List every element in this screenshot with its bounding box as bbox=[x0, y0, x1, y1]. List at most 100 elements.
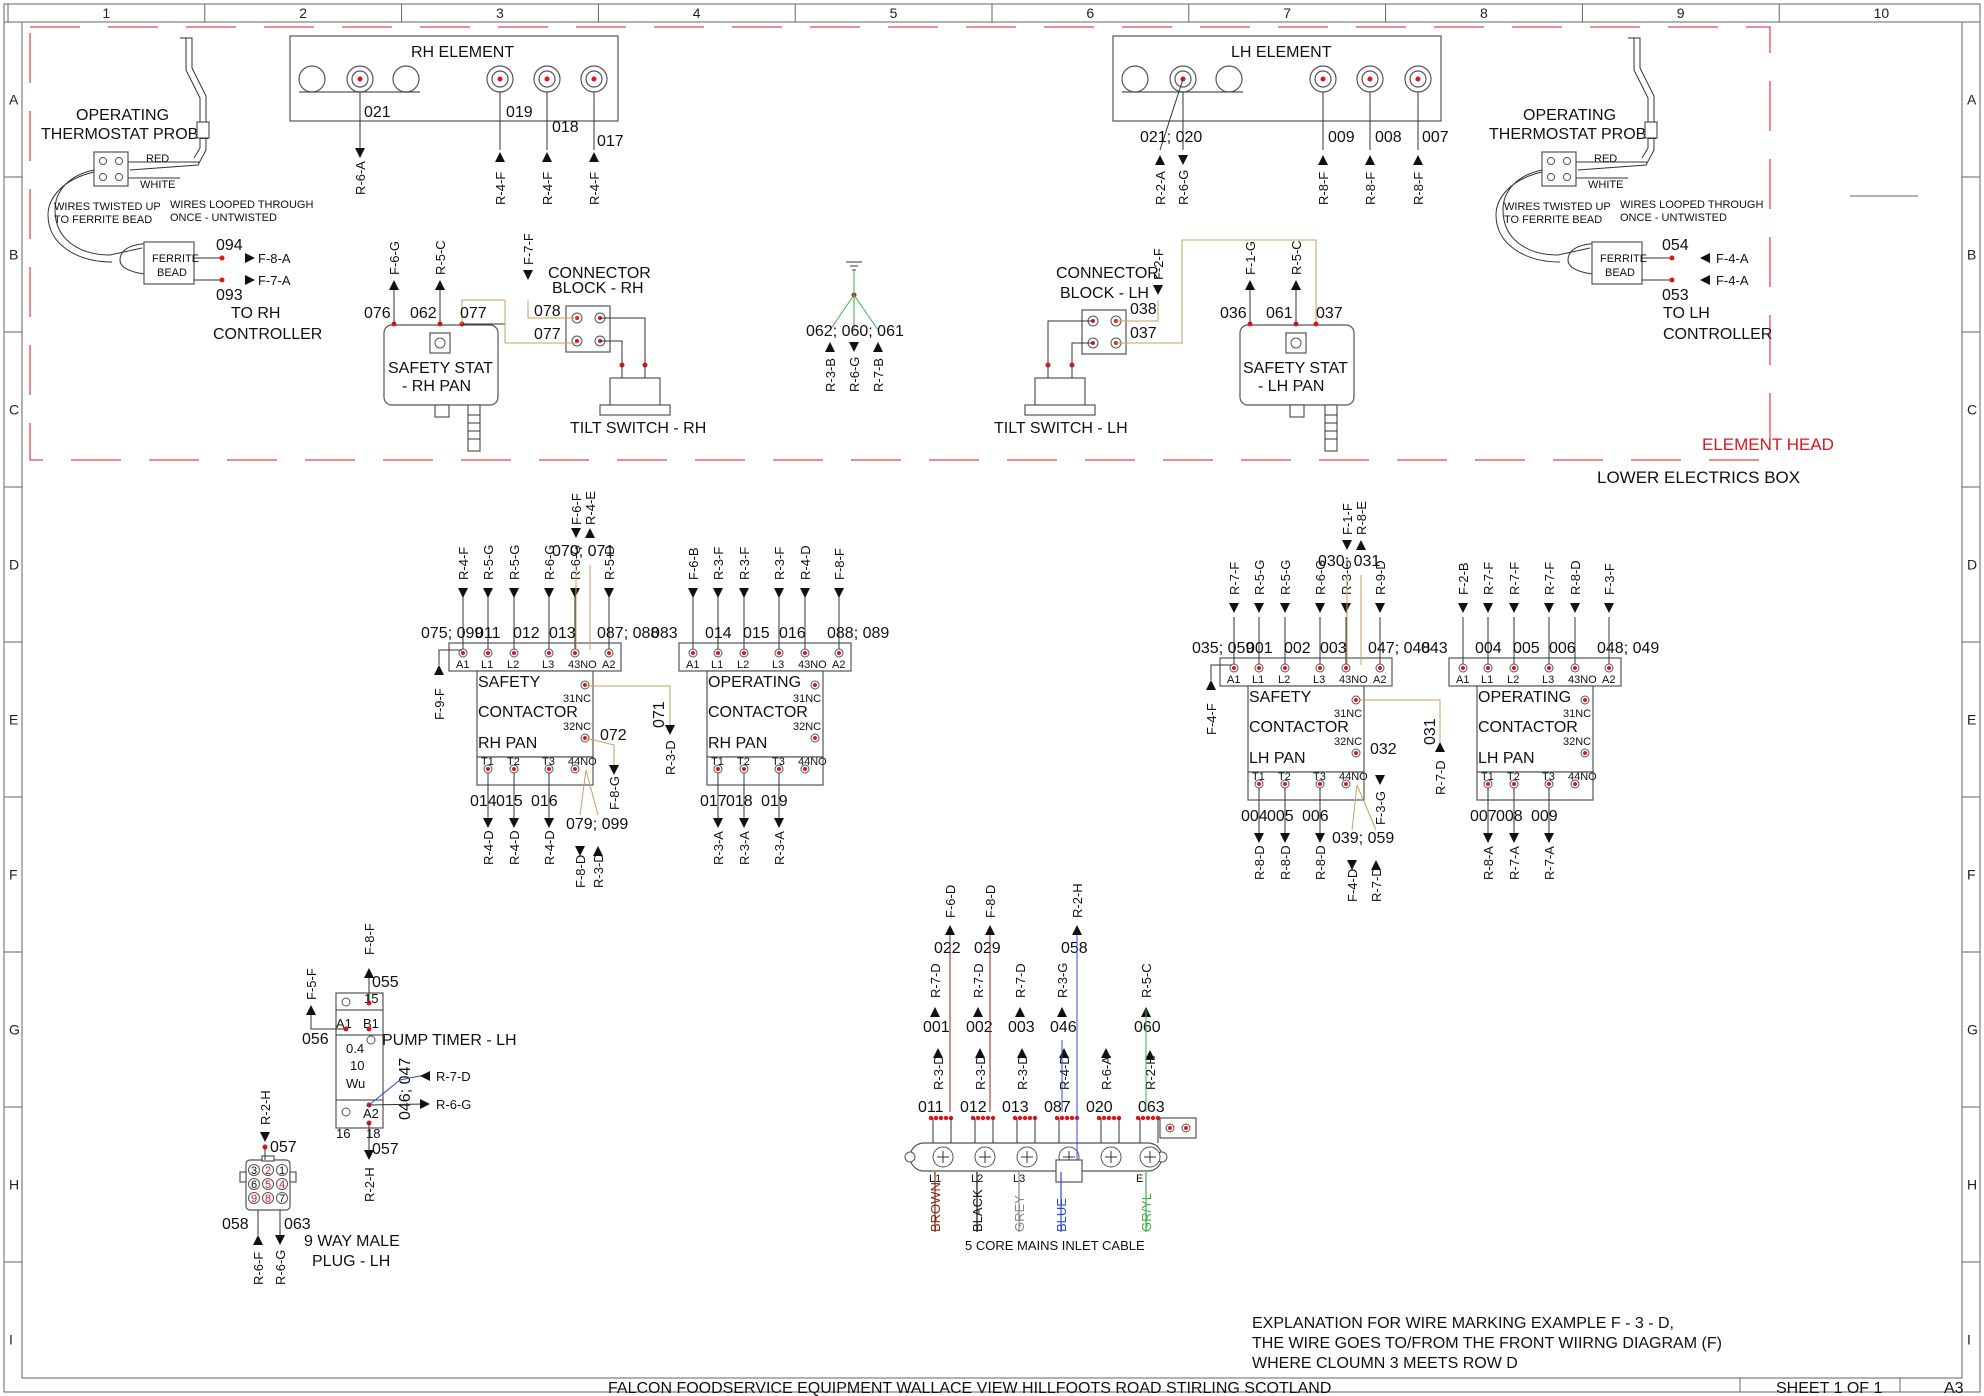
contactor-top-ref: 002 bbox=[1284, 640, 1311, 657]
contactor-top-conn: R-7-F bbox=[1227, 562, 1242, 595]
pump-timer-term-wu: Wu bbox=[346, 1076, 365, 1091]
mains-terminal-label: E bbox=[1136, 1173, 1143, 1185]
mains-low-conn: R-3-D bbox=[931, 1055, 946, 1090]
mains-core-label: GREY bbox=[1012, 1195, 1027, 1232]
contactor-bottom-term: T1 bbox=[1252, 771, 1265, 783]
contactor-bottom-term: T2 bbox=[737, 756, 750, 768]
contactor-bottom-ref: 018 bbox=[726, 793, 753, 810]
mains-low-conn: R-6-A bbox=[1099, 1056, 1114, 1090]
contactor-bottom-conn: R-4-D bbox=[507, 830, 522, 865]
contactor-top-term: A1 bbox=[456, 659, 469, 671]
thermostat-lh-note-twisted2: TO FERRITE BEAD bbox=[1504, 214, 1602, 226]
contactor-bottom-ref: 009 bbox=[1531, 808, 1558, 825]
earth-conn-2: R-6-G bbox=[847, 357, 862, 392]
contactor-bottom-term: 44NO bbox=[1339, 771, 1368, 783]
plug-pin-label: 1 bbox=[279, 1165, 285, 1177]
grid-col-label: 6 bbox=[1086, 5, 1094, 21]
pump-timer-ref-046-047: 046; 047 bbox=[397, 1058, 414, 1120]
mains-mid-conn: R-7-D bbox=[928, 963, 943, 998]
thermostat-lh-conn-top: F-4-A bbox=[1716, 251, 1749, 266]
plug-pin-label: 4 bbox=[279, 1179, 285, 1191]
contactor-top-conn: R-6-G bbox=[568, 545, 583, 580]
contactor-top-ref: 014 bbox=[705, 625, 732, 642]
grid-row-label-right: G bbox=[1967, 1022, 1978, 1038]
safety-rh-conn-079-1: F-8-D bbox=[573, 855, 588, 888]
rh-element-ref-018: 018 bbox=[552, 119, 579, 136]
contactor-top-term: L2 bbox=[1278, 674, 1290, 686]
grid-row-label-right: E bbox=[1967, 712, 1976, 728]
footer-sheet: SHEET 1 OF 1 bbox=[1776, 1380, 1883, 1396]
contactor-top-ref: 047; 048 bbox=[1368, 640, 1430, 657]
thermostat-lh-connector bbox=[1541, 151, 1577, 187]
safety-rh-ref-079: 079; 099 bbox=[566, 816, 628, 833]
lh-element-title: LH ELEMENT bbox=[1231, 44, 1332, 61]
grid-row-label-left: F bbox=[9, 867, 18, 883]
safety-lh-group: 030; 031 F-1-F R-8-E bbox=[1318, 501, 1380, 665]
plug-pin bbox=[262, 1178, 274, 1190]
contactor-line1: SAFETY bbox=[1249, 689, 1312, 706]
contactor-line1: OPERATING bbox=[1478, 689, 1571, 706]
contactor-top-term: L3 bbox=[542, 659, 554, 671]
explanation-line-2: THE WIRE GOES TO/FROM THE FRONT WIIRNG D… bbox=[1252, 1335, 1722, 1352]
safety-stat-lh-line1: SAFETY STAT bbox=[1243, 360, 1348, 377]
grid-col-label: 5 bbox=[890, 5, 898, 21]
contactor-top-term: L3 bbox=[1313, 674, 1325, 686]
explanation-line-1: EXPLANATION FOR WIRE MARKING EXAMPLE F -… bbox=[1252, 1315, 1674, 1332]
contactor-bottom-term: T1 bbox=[481, 756, 494, 768]
thermostat-rh-to-1: TO RH bbox=[231, 305, 280, 322]
contactor-body bbox=[1247, 685, 1365, 773]
contactor-top-conn: R-6-G bbox=[542, 545, 557, 580]
contactor-top-strip bbox=[1219, 657, 1393, 687]
rh-element-conn-3: R-4-F bbox=[540, 172, 555, 205]
grid-col-label: 4 bbox=[693, 5, 701, 21]
contactor-top-term: L3 bbox=[1542, 674, 1554, 686]
pump-timer-lh: A1 B1 15 0.4 10 Wu A2 16 18 056 055 046;… bbox=[302, 923, 517, 1202]
grid-row-label-left: B bbox=[9, 247, 18, 263]
safety-rh-ref-071: 071 bbox=[651, 701, 668, 728]
safety-lh-ref-032: 032 bbox=[1370, 741, 1397, 758]
element-head-label: ELEMENT HEAD bbox=[1702, 435, 1834, 454]
grid-col-label: 8 bbox=[1480, 5, 1488, 21]
contactor-top-strip bbox=[1448, 657, 1622, 687]
contactor-bottom-ref: 015 bbox=[496, 793, 523, 810]
contactor-bottom-conn: R-7-A bbox=[1507, 846, 1522, 880]
grid-lines bbox=[4, 4, 1980, 1263]
contactor-top-ref: 004 bbox=[1475, 640, 1502, 657]
contactor-32nc: 32NC bbox=[793, 721, 821, 733]
lh-element-conn-1: R-2-A bbox=[1153, 171, 1168, 205]
ferrite-lh-2: BEAD bbox=[1605, 267, 1635, 279]
ferrite-rh-2: BEAD bbox=[157, 267, 187, 279]
safety-stat-rh: SAFETY STAT - RH PAN 076 062 077 F-6-G R… bbox=[364, 233, 568, 452]
mains-label: 5 CORE MAINS INLET CABLE bbox=[965, 1238, 1145, 1253]
grid-row-label-left: I bbox=[9, 1332, 13, 1348]
contactor-bottom-ref: 005 bbox=[1267, 808, 1294, 825]
contactor-top-term: L1 bbox=[481, 659, 493, 671]
connector-lh-line2: BLOCK - LH bbox=[1060, 285, 1149, 302]
thermostat-lh-ref-053: 053 bbox=[1662, 287, 1689, 304]
contactor-top-conn: F-2-B bbox=[1456, 563, 1471, 596]
contactor-32nc: 32NC bbox=[1563, 736, 1591, 748]
contactor-bottom-conn: R-8-D bbox=[1252, 845, 1267, 880]
contactor-bottom-ref: 019 bbox=[761, 793, 788, 810]
grid-row-label-left: H bbox=[9, 1177, 19, 1193]
safety-stat-lh: SAFETY STAT - LH PAN 036 061 037 F-1-G R… bbox=[1220, 240, 1355, 452]
grid-row-label-right: D bbox=[1967, 557, 1977, 573]
contactor-bottom-term: T1 bbox=[1481, 771, 1494, 783]
contactor-bottom-conn: R-3-A bbox=[737, 831, 752, 865]
plug-ref-057: 057 bbox=[270, 1139, 297, 1156]
safety-rh-ref-072: 072 bbox=[600, 727, 627, 744]
contactor-top-term: L1 bbox=[1481, 674, 1493, 686]
contactor-top-term: A2 bbox=[1373, 674, 1386, 686]
lh-element-conn-2: R-6-G bbox=[1176, 170, 1191, 205]
thermostat-rh-conn-bottom: F-7-A bbox=[258, 273, 291, 288]
grid-col-label: 3 bbox=[496, 5, 504, 21]
safety-lh-conn-039-2: R-7-D bbox=[1369, 867, 1384, 902]
plug-pin bbox=[276, 1178, 288, 1190]
plug-pin bbox=[276, 1164, 288, 1176]
rh-element-ref-019: 019 bbox=[506, 104, 533, 121]
contactor-top-conn: R-5-G bbox=[1252, 560, 1267, 595]
safety-stat-rh-ref-077: 077 bbox=[460, 305, 487, 322]
thermostat-lh-to-1: TO LH bbox=[1663, 305, 1710, 322]
contactor-top-term: 43NO bbox=[798, 659, 827, 671]
contactor-line1: OPERATING bbox=[708, 674, 801, 691]
